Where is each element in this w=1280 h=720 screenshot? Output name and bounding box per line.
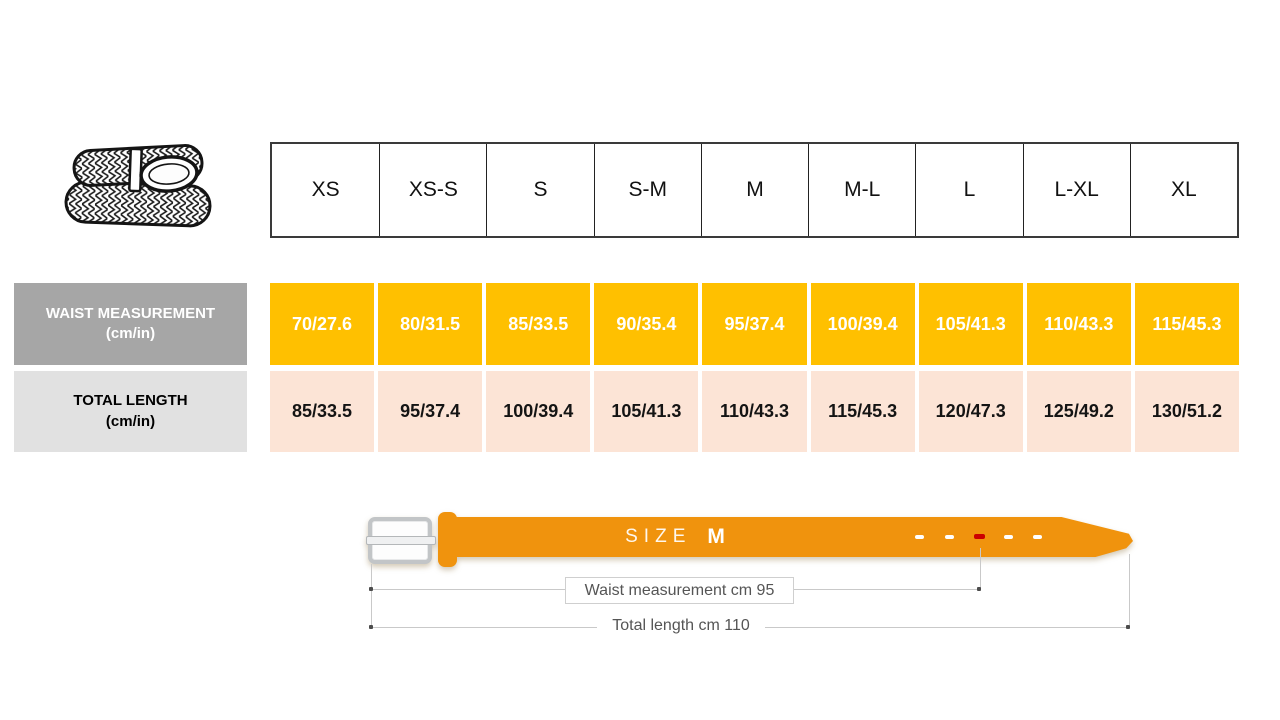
length-value-cell: 115/45.3: [810, 371, 915, 452]
waist-measurement-row-label: WAIST MEASUREMENT (cm/in): [14, 283, 247, 365]
length-value-cell: 105/41.3: [594, 371, 699, 452]
size-header-cell: M-L: [808, 144, 915, 236]
length-value-cell: 125/49.2: [1026, 371, 1131, 452]
belt-strap: SIZE M: [452, 517, 1133, 557]
hole-guide-line: [980, 548, 981, 589]
braided-belt-illustration-icon: [64, 144, 212, 228]
belt-hole-icon: [945, 535, 954, 539]
size-header-cell: L: [915, 144, 1022, 236]
dimension-endpoint-dot: [369, 587, 373, 591]
total-length-annotation: Total length cm 110: [612, 617, 750, 634]
waist-label-text: WAIST MEASUREMENT: [45, 304, 216, 322]
belt-hole-icon: [1033, 535, 1042, 539]
waist-value-cell: 115/45.3: [1134, 283, 1239, 365]
tip-guide-line: [1129, 554, 1130, 627]
waist-value-cell: 95/37.4: [702, 283, 807, 365]
length-value-cell: 110/43.3: [702, 371, 807, 452]
size-header-cell: L-XL: [1022, 144, 1130, 236]
waist-value-cell: 100/39.4: [810, 283, 915, 365]
size-word: SIZE: [625, 526, 692, 547]
belt-hole-icon: [1004, 535, 1013, 539]
length-value-cell: 120/47.3: [918, 371, 1023, 452]
dimension-endpoint-dot: [369, 625, 373, 629]
length-value-cell: 95/37.4: [378, 371, 483, 452]
waist-measurement-row: 70/27.6 80/31.5 85/33.5 90/35.4 95/37.4 …: [270, 283, 1239, 365]
waist-measurement-annotation: Waist measurement cm 95: [565, 577, 794, 604]
size-value: M: [707, 525, 725, 548]
waist-value-cell: 105/41.3: [918, 283, 1023, 365]
total-label-unit: (cm/in): [105, 412, 156, 430]
buckle-prong-icon: [366, 536, 436, 545]
waist-label-unit: (cm/in): [105, 325, 156, 342]
size-header-row: XS XS-S S S-M M M-L L L-XL XL: [270, 142, 1239, 238]
waist-value-cell: 80/31.5: [378, 283, 483, 365]
size-header-cell: XS: [311, 178, 340, 201]
length-value-cell: 130/51.2: [1134, 371, 1239, 452]
waist-dimension-line: [371, 589, 565, 590]
waist-value-cell: 85/33.5: [486, 283, 591, 365]
dimension-endpoint-dot: [1126, 625, 1130, 629]
size-header-cell: XL: [1129, 144, 1237, 236]
size-header-cell: M: [700, 144, 808, 236]
total-dimension-line: [371, 627, 597, 628]
total-length-row: 85/33.5 95/37.4 100/39.4 105/41.3 110/43…: [270, 371, 1239, 452]
belt-size-label: SIZE M: [625, 517, 725, 557]
waist-value-cell: 70/27.6: [270, 283, 375, 365]
length-value-cell: 85/33.5: [270, 371, 375, 452]
size-header-cell: XS-S: [379, 144, 486, 236]
total-length-row-label: TOTAL LENGTH (cm/in): [14, 371, 247, 452]
selected-size-hole-icon: [974, 534, 985, 539]
total-label-text: TOTAL LENGTH: [73, 392, 188, 410]
size-header-cell: S-M: [593, 144, 701, 236]
total-dimension-line: [765, 627, 1129, 628]
size-header-cell: S: [486, 144, 593, 236]
belt-buckle-icon: [368, 517, 432, 564]
belt-hole-icon: [915, 535, 924, 539]
dimension-endpoint-dot: [977, 587, 981, 591]
waist-value-cell: 90/35.4: [594, 283, 699, 365]
waist-dimension-line: [794, 589, 980, 590]
length-value-cell: 100/39.4: [486, 371, 591, 452]
buckle-guide-line: [371, 564, 372, 628]
belt-keeper-loop-icon: [438, 512, 457, 567]
waist-value-cell: 110/43.3: [1026, 283, 1131, 365]
